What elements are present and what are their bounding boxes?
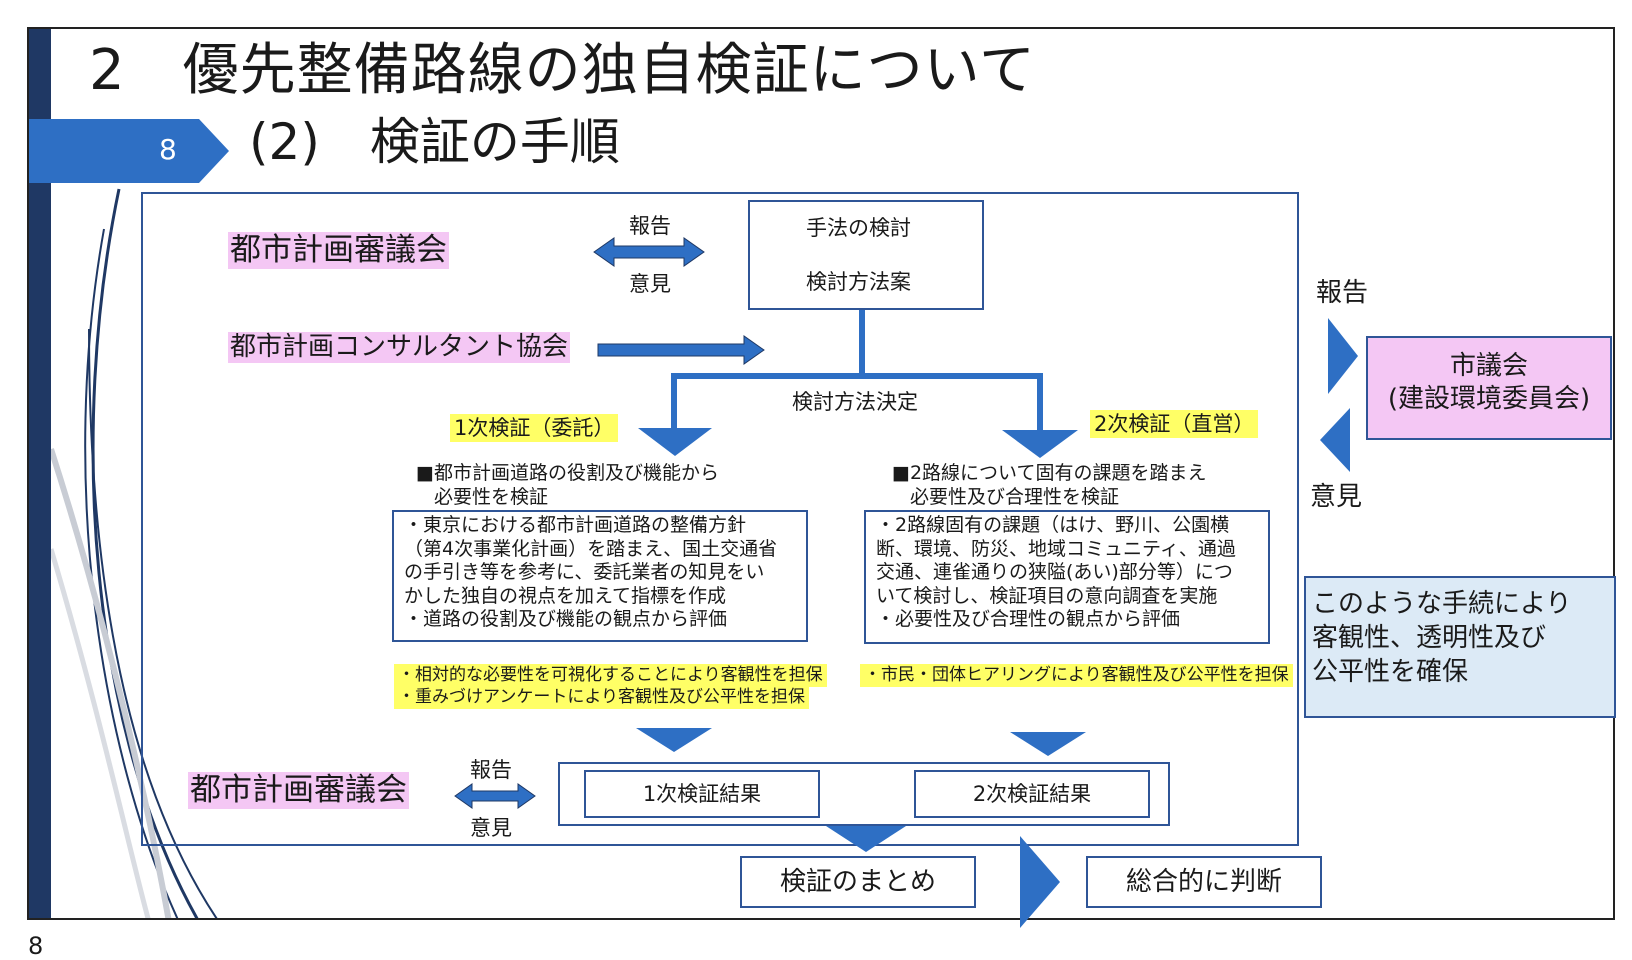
first-body-line: ・道路の役割及び機能の観点から評価 [404, 608, 728, 631]
first-verification-label: 1次検証（委託） [450, 414, 619, 443]
second-verification-description: ・2路線固有の課題（はけ、野川、公園横 断、環境、防災、地域コミュニティ、通過 … [864, 510, 1270, 644]
opinion-label-top: 意見 [629, 272, 671, 296]
city-council-label: 市議会 [1449, 351, 1528, 381]
conclusion-box: このような手続により 客観性、透明性及び 公平性を確保 [1304, 576, 1616, 718]
report-label-bottom: 報告 [470, 758, 512, 782]
overall-judgement: 総合的に判断 [1086, 856, 1322, 908]
first-note-1: ・相対的な必要性を可視化することにより客観性を担保 [394, 664, 827, 687]
second-body-line: ・2路線固有の課題（はけ、野川、公園横 [876, 514, 1230, 536]
second-body-line: ・必要性及び合理性の観点から評価 [876, 608, 1181, 631]
second-note: ・市民・団体ヒアリングにより客観性及び公平性を担保 [860, 664, 1293, 687]
page-tag-shape [29, 119, 229, 183]
second-body-line: 交通、連雀通りの狭隘(あい)部分等）につ [876, 561, 1233, 584]
first-note-2: ・重みづけアンケートにより客観性及び公平性を担保 [394, 686, 809, 709]
second-verification-label: 2次検証（直営） [1090, 410, 1259, 439]
first-verification-heading-1: ■都市計画道路の役割及び機能から [416, 462, 719, 484]
method-draft-label: 検討方法案 [806, 270, 911, 294]
conclusion-line: このような手続により [1312, 589, 1572, 619]
consultant-association: 都市計画コンサルタント協会 [228, 332, 571, 364]
page-title: 2 優先整備路線の独自検証について [89, 38, 1036, 103]
first-verification-description: ・東京における都市計画道路の整備方針 （第4次事業化計画）を踏まえ、国土交通省 … [392, 510, 808, 642]
left-accent-bar [29, 29, 51, 918]
construction-committee-label: (建設環境委員会) [1387, 383, 1591, 414]
city-council-box: 市議会 (建設環境委員会) [1366, 336, 1612, 440]
page-subtitle: (2) 検証の手順 [249, 113, 620, 171]
opinion-label-right: 意見 [1310, 482, 1363, 512]
conclusion-line: 客観性、透明性及び [1312, 622, 1547, 653]
report-label-top: 報告 [629, 214, 671, 238]
process-frame [141, 192, 1299, 846]
first-verification-result: 1次検証結果 [584, 770, 820, 818]
first-verification-heading-2: 必要性を検証 [434, 486, 549, 508]
report-label-right: 報告 [1316, 278, 1369, 308]
decorative-curves [48, 188, 218, 918]
method-decision-label: 検討方法決定 [792, 390, 918, 414]
method-review-label: 手法の検討 [806, 216, 911, 240]
verification-summary: 検証のまとめ [740, 856, 976, 908]
second-verification-heading-2: 必要性及び合理性を検証 [910, 486, 1120, 508]
opinion-label-bottom: 意見 [470, 816, 512, 840]
second-body-line: いて検討し、検証項目の意向調査を実施 [876, 584, 1218, 607]
second-verification-result: 2次検証結果 [914, 770, 1150, 818]
city-planning-council-bottom: 都市計画審議会 [188, 772, 409, 810]
first-body-line: の手引き等を参考に、委託業者の知見をい [404, 561, 765, 584]
first-body-line: かした独自の視点を加えて指標を作成 [404, 584, 727, 607]
first-body-line: ・東京における都市計画道路の整備方針 [404, 514, 747, 536]
page-tag-number: 8 [159, 133, 177, 166]
second-body-line: 断、環境、防災、地域コミュニティ、通過 [876, 537, 1236, 560]
first-body-line: （第4次事業化計画）を踏まえ、国土交通省 [404, 537, 778, 560]
second-verification-heading-1: ■2路線について固有の課題を踏まえ [892, 462, 1207, 484]
method-review-box [748, 200, 984, 310]
conclusion-line: 公平性を確保 [1312, 656, 1469, 687]
footer-page-number: 8 [28, 932, 44, 960]
city-planning-council-top: 都市計画審議会 [228, 232, 449, 270]
